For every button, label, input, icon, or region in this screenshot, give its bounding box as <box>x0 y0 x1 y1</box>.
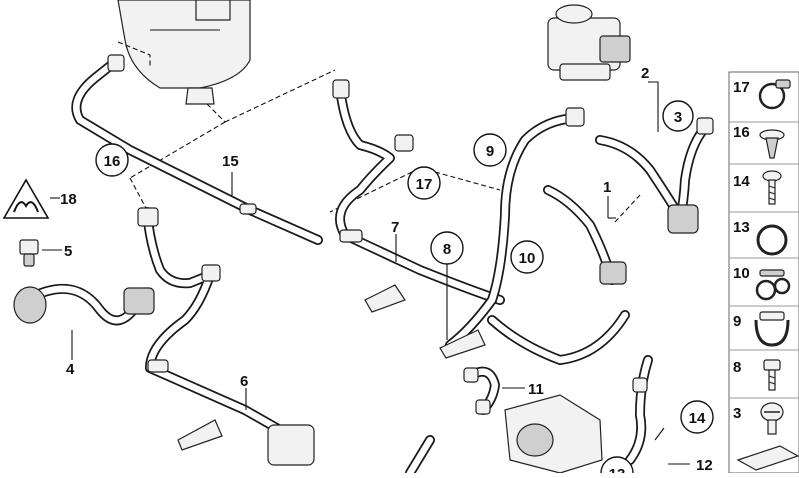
hose-4 <box>13 283 155 326</box>
dashed-leaders <box>117 41 641 223</box>
hose-11 <box>463 366 500 415</box>
hose-clip-icon <box>754 311 790 347</box>
svg-text:10: 10 <box>519 250 536 267</box>
callout-15: 15 <box>222 153 239 170</box>
gasket-icon <box>736 445 799 471</box>
callout-4: 4 <box>66 361 75 378</box>
hose-15 <box>71 54 323 245</box>
brackets <box>177 284 486 451</box>
double-clamp-icon <box>755 269 791 301</box>
callout-18: 18 <box>60 191 77 208</box>
callout-1: 1 <box>603 179 611 196</box>
svg-text:8: 8 <box>443 241 451 258</box>
screw-icon <box>762 170 782 205</box>
hose-clamp-icon <box>758 79 791 110</box>
hose-bottom <box>405 435 435 478</box>
plug-icon <box>760 402 784 435</box>
coolant-pump <box>547 4 631 81</box>
callout-2: 2 <box>641 65 649 82</box>
seal-ring-icon <box>756 224 788 256</box>
hose-7 <box>332 79 505 305</box>
hose-10 <box>487 185 630 365</box>
legend-label-9: 9 <box>733 313 741 330</box>
svg-text:17: 17 <box>416 176 433 193</box>
callout-10: 10 <box>510 240 544 274</box>
parts-legend: 17 16 14 13 10 9 <box>728 71 799 474</box>
callout-6: 6 <box>240 373 248 390</box>
callout-14: 14 <box>680 400 714 434</box>
legend-label-16: 16 <box>733 124 750 141</box>
callout-8: 8 <box>430 231 464 265</box>
callout-7: 7 <box>391 219 399 236</box>
callout-3: 3 <box>662 100 694 132</box>
legend-label-3: 3 <box>733 405 741 422</box>
callout-12: 12 <box>696 457 713 473</box>
legend-label-8: 8 <box>733 359 741 376</box>
callout-9: 9 <box>473 133 507 167</box>
svg-text:9: 9 <box>486 143 494 160</box>
warning-label-icon <box>2 178 50 219</box>
legend-label-17: 17 <box>733 79 750 96</box>
legend-label-14: 14 <box>733 173 750 190</box>
bolt-icon <box>763 359 781 391</box>
callout-11: 11 <box>528 381 544 398</box>
hose-9 <box>445 107 585 350</box>
leader-lines <box>42 81 690 465</box>
sensor-5 <box>19 239 39 267</box>
callout-5: 5 <box>64 243 72 260</box>
callout-16: 16 <box>95 143 129 177</box>
hose-2-3 <box>595 117 714 234</box>
svg-text:13: 13 <box>609 466 626 473</box>
hose-12 <box>625 355 653 465</box>
expansion-tank <box>117 0 251 105</box>
expanding-rivet-icon <box>759 129 785 159</box>
svg-text:3: 3 <box>674 109 682 126</box>
svg-text:16: 16 <box>104 153 121 170</box>
legend-label-10: 10 <box>733 265 750 282</box>
callout-17: 17 <box>407 166 441 200</box>
svg-text:14: 14 <box>689 410 706 427</box>
hose-6 <box>137 207 315 466</box>
auxiliary-pump <box>504 394 603 474</box>
legend-label-13: 13 <box>733 219 750 236</box>
